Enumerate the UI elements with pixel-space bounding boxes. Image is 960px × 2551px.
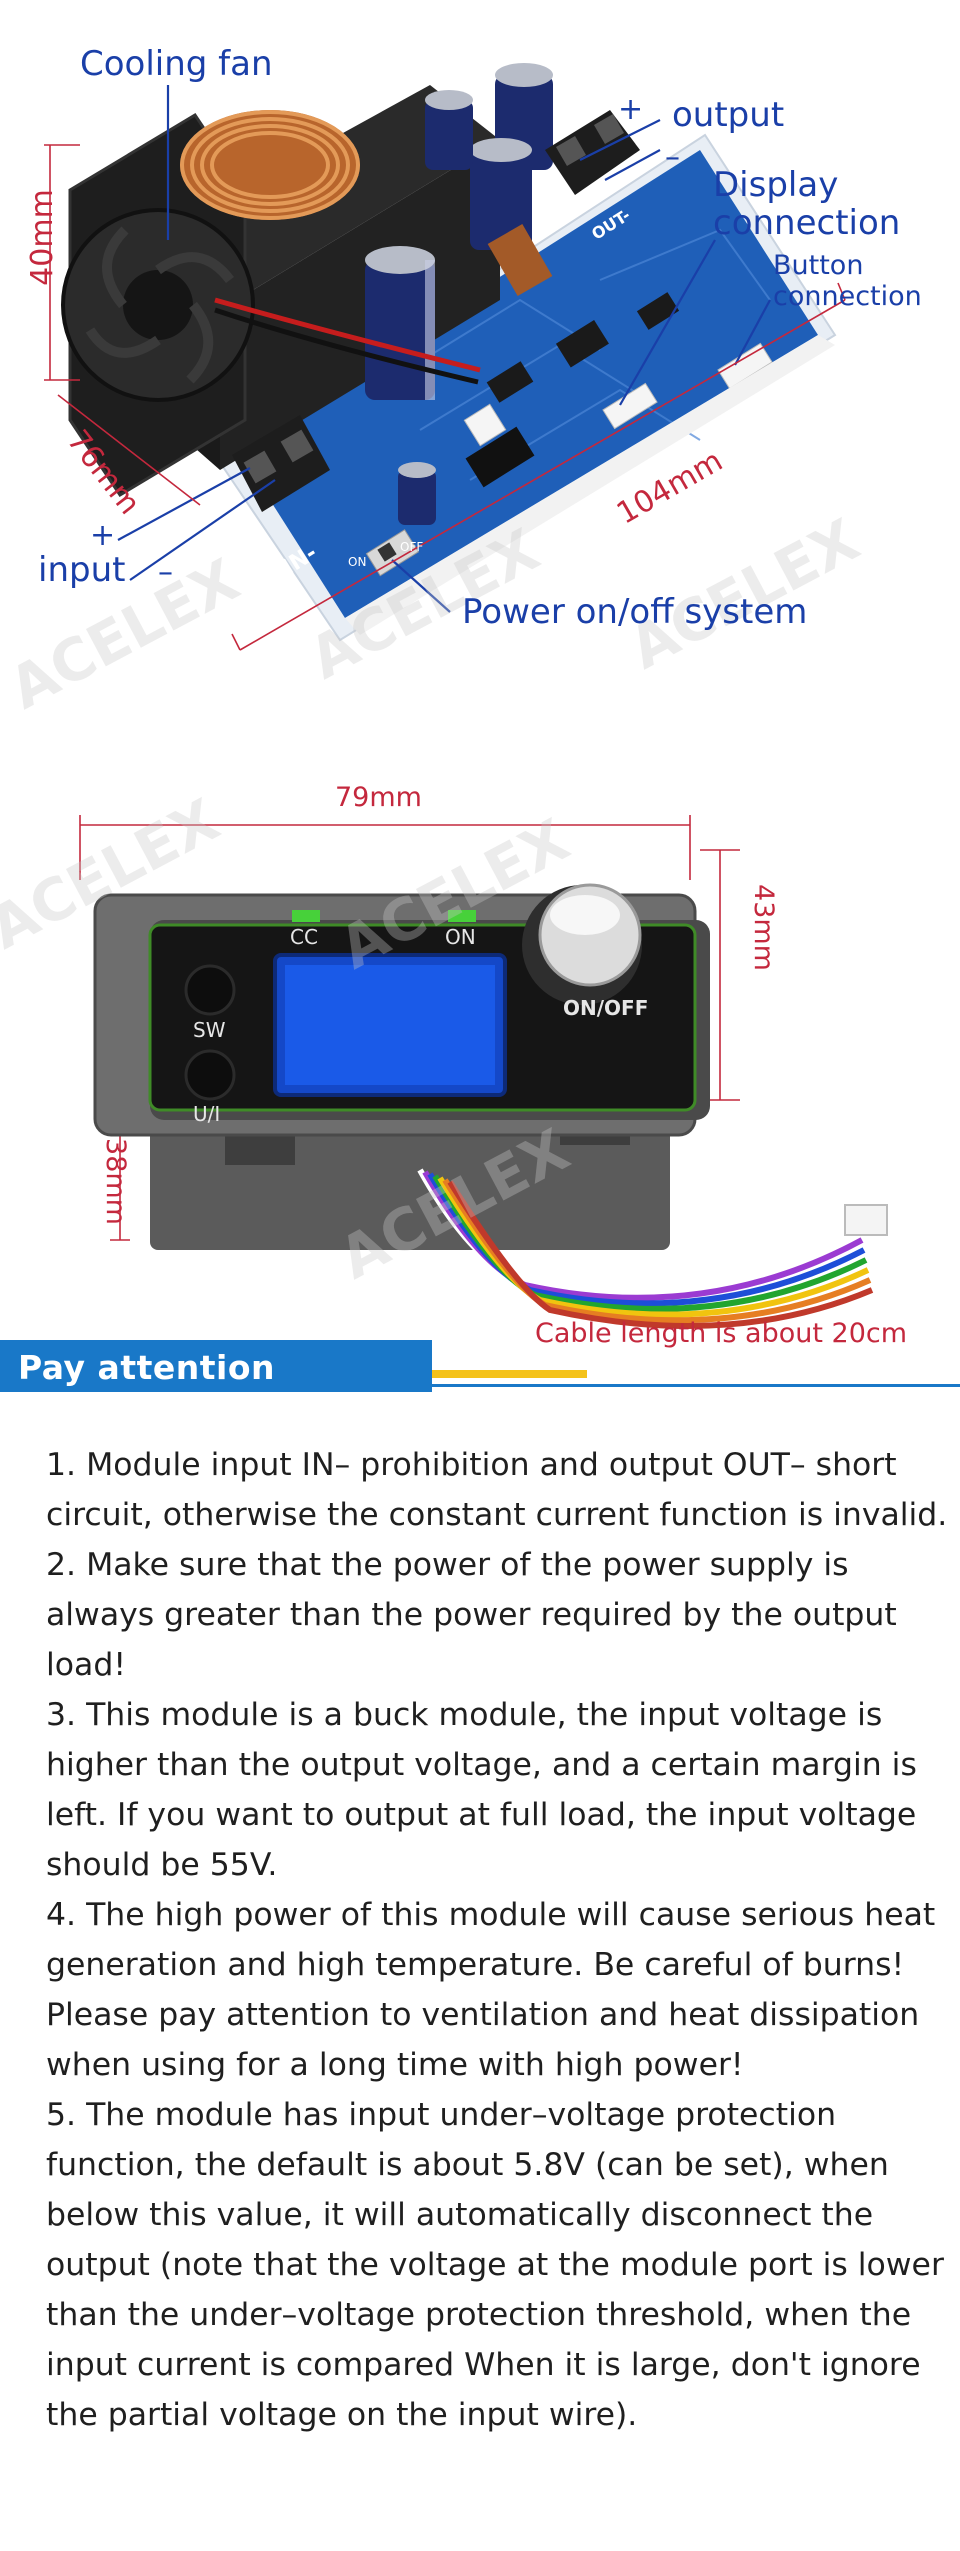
dimension-depth: 38mm: [99, 1138, 131, 1225]
module-board-photo: ACELEX ACELEX ACELEX Cooling fan + outpu…: [0, 0, 960, 722]
label-output-plus: +: [618, 92, 644, 127]
fan-shape: [61, 112, 255, 498]
board-label-on: ON: [348, 555, 367, 569]
board-label-off: OFF: [400, 540, 424, 554]
label-button-connection: Button: [773, 250, 864, 281]
panel-label-on: ON: [445, 925, 476, 949]
panel-label-on-off: ON/OFF: [563, 996, 649, 1020]
note-item-5: 5. The module has input under–voltage pr…: [46, 2097, 944, 2433]
note-item-2: 2. Make sure that the power of the power…: [46, 1547, 897, 1683]
attention-banner: Pay attention: [0, 1340, 960, 1392]
label-cooling-fan: Cooling fan: [80, 44, 273, 84]
cable-length-note: Cable length is about 20cm: [535, 1318, 908, 1349]
label-input: input: [38, 550, 126, 590]
label-display-connection-2: connection: [713, 203, 901, 243]
attention-banner-bar: [0, 1340, 432, 1392]
panel-label-cc: CC: [290, 925, 318, 949]
note-item-1: 1. Module input IN– prohibition and outp…: [46, 1447, 948, 1533]
label-output-minus: –: [665, 140, 680, 175]
note-item-4: 4. The high power of this module will ca…: [46, 1897, 936, 2083]
display-panel-illustration: [79, 815, 888, 1329]
attention-title: Pay attention: [18, 1348, 275, 1387]
module-board-illustration: [44, 63, 846, 651]
label-power-switch: Power on/off system: [462, 592, 808, 632]
label-display-connection: Display: [713, 165, 839, 205]
panel-label-sw: SW: [193, 1018, 226, 1042]
label-output: output: [672, 95, 785, 135]
dimension-height: 43mm: [747, 884, 779, 971]
note-item-3: 3. This module is a buck module, the inp…: [46, 1697, 917, 1883]
label-input-plus: +: [90, 518, 116, 553]
label-input-minus: –: [158, 555, 173, 590]
attention-accent-bar: [432, 1370, 587, 1378]
attention-notes: 1. Module input IN– prohibition and outp…: [46, 1440, 956, 2440]
attention-divider: [432, 1384, 960, 1387]
display-panel-photo: ACELEX ACELEX ACELEX CC ON SW U/I ON/OFF…: [0, 700, 960, 1349]
panel-label-ui: U/I: [193, 1102, 221, 1126]
label-button-connection-2: connection: [773, 281, 922, 312]
dimension-height: 40mm: [24, 189, 60, 286]
dimension-width: 79mm: [335, 782, 422, 813]
